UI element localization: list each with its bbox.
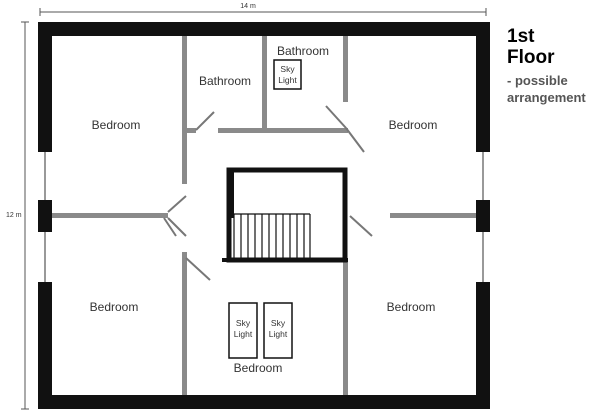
width-dimension: 14 m: [39, 3, 487, 16]
height-dimension: 12 m: [6, 21, 29, 410]
room-label-bathroom-center: Bathroom: [199, 74, 251, 88]
stair-treads: [233, 213, 311, 258]
room-label-bathroom-top: Bathroom: [277, 44, 329, 58]
outer-walls: [38, 22, 490, 409]
room-label-bedroom-bottom-center: Bedroom: [234, 361, 283, 375]
svg-text:Sky: Sky: [280, 64, 295, 74]
windows: [44, 152, 484, 282]
svg-text:Light: Light: [234, 329, 253, 339]
heading-line1: 1st: [507, 26, 535, 47]
room-label-bedroom-top-right: Bedroom: [389, 118, 438, 132]
heading-subtitle: - possible arrangement: [507, 72, 586, 106]
skylight-bathroom: Sky Light: [273, 59, 302, 90]
stairwell: [222, 167, 348, 263]
heading-title: 1st Floor: [507, 26, 555, 68]
heading-sub2: arrangement: [507, 90, 586, 105]
height-label: 12 m: [6, 212, 22, 219]
heading-sub1: - possible: [507, 73, 568, 88]
svg-text:Light: Light: [269, 329, 288, 339]
door-swings: [163, 105, 373, 281]
skylight-bedroom-left: Sky Light: [228, 302, 258, 359]
skylight-bedroom-right: Sky Light: [263, 302, 293, 359]
room-label-bedroom-bottom-left: Bedroom: [90, 300, 139, 314]
interior-walls: [52, 36, 476, 395]
width-label: 14 m: [240, 3, 256, 10]
svg-text:Sky: Sky: [236, 318, 251, 328]
room-label-bedroom-bottom-right: Bedroom: [387, 300, 436, 314]
svg-text:Sky: Sky: [271, 318, 286, 328]
svg-text:Light: Light: [278, 75, 297, 85]
heading-line2: Floor: [507, 47, 555, 68]
room-label-bedroom-top-left: Bedroom: [92, 118, 141, 132]
